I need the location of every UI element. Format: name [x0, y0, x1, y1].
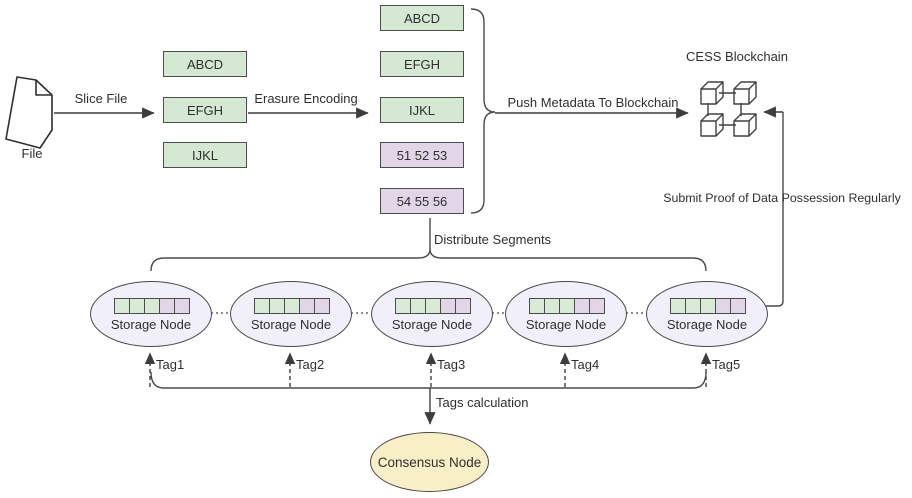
tags-bracket — [150, 371, 707, 389]
storage-node-label: Storage Node — [391, 317, 473, 332]
segment-chip — [684, 298, 701, 314]
file-label: File — [21, 146, 43, 161]
segment-chip — [439, 298, 456, 314]
segment-chip — [313, 298, 330, 314]
segment-chip — [173, 298, 190, 314]
segment-chip — [669, 298, 686, 314]
segment-chip — [699, 298, 716, 314]
segment-chip — [298, 298, 315, 314]
segment-chip — [714, 298, 731, 314]
segment-chip — [588, 298, 605, 314]
storage-node: Storage Node — [230, 281, 352, 347]
storage-node-label: Storage Node — [110, 317, 192, 332]
tag-label: Tag2 — [296, 357, 325, 372]
segment-chip — [543, 298, 560, 314]
segment-box: 54 55 56 — [380, 188, 464, 214]
segment-chip — [573, 298, 590, 314]
segment-chip — [283, 298, 300, 314]
segments-brace — [470, 8, 496, 214]
slice-box: ABCD — [163, 51, 247, 77]
segment-chips — [394, 298, 471, 314]
storage-node-label: Storage Node — [250, 317, 332, 332]
segment-chip — [558, 298, 575, 314]
tag-label: Tag3 — [437, 357, 466, 372]
segment-chip — [158, 298, 175, 314]
segment-chip — [113, 298, 130, 314]
segment-box: IJKL — [380, 97, 464, 123]
storage-node: Storage Node — [505, 281, 627, 347]
segment-chip — [394, 298, 411, 314]
tags-calculation-label: Tags calculation — [436, 395, 529, 410]
segment-chips — [669, 298, 746, 314]
file-icon — [5, 76, 53, 149]
storage-node-label: Storage Node — [525, 317, 607, 332]
slice-box: EFGH — [163, 97, 247, 123]
segment-chip — [729, 298, 746, 314]
storage-node: Storage Node — [90, 281, 212, 347]
push-metadata-label: Push Metadata To Blockchain — [507, 95, 679, 110]
consensus-node-label: Consensus Node — [377, 454, 482, 470]
distribute-brace — [150, 248, 707, 272]
segment-chip — [128, 298, 145, 314]
storage-node: Storage Node — [646, 281, 768, 347]
segment-box: 51 52 53 — [380, 142, 464, 168]
segment-box: EFGH — [380, 51, 464, 77]
tag-arrows — [144, 352, 712, 387]
cess-blockchain-label: CESS Blockchain — [686, 49, 788, 64]
tag-label: Tag5 — [712, 357, 741, 372]
distribute-segments-label: Distribute Segments — [434, 232, 552, 247]
segment-chip — [409, 298, 426, 314]
slice-box: IJKL — [163, 142, 247, 168]
segment-chip — [253, 298, 270, 314]
segment-chips — [113, 298, 190, 314]
storage-node-label: Storage Node — [666, 317, 748, 332]
segment-chip — [424, 298, 441, 314]
erasure-encoding-label: Erasure Encoding — [254, 91, 358, 106]
segment-chips — [528, 298, 605, 314]
segment-chip — [454, 298, 471, 314]
segment-chips — [253, 298, 330, 314]
consensus-node: Consensus Node — [370, 432, 489, 492]
storage-node: Storage Node — [371, 281, 493, 347]
submit-proof-line — [766, 112, 784, 307]
slice-file-label: Slice File — [74, 91, 128, 106]
segment-chip — [143, 298, 160, 314]
segment-box: ABCD — [380, 5, 464, 31]
segment-chip — [268, 298, 285, 314]
submit-proof-label: Submit Proof of Data Possession Regularl… — [663, 191, 901, 205]
tag-label: Tag1 — [156, 357, 185, 372]
blockchain-icon — [700, 81, 757, 137]
segment-chip — [528, 298, 545, 314]
tag-label: Tag4 — [571, 357, 600, 372]
